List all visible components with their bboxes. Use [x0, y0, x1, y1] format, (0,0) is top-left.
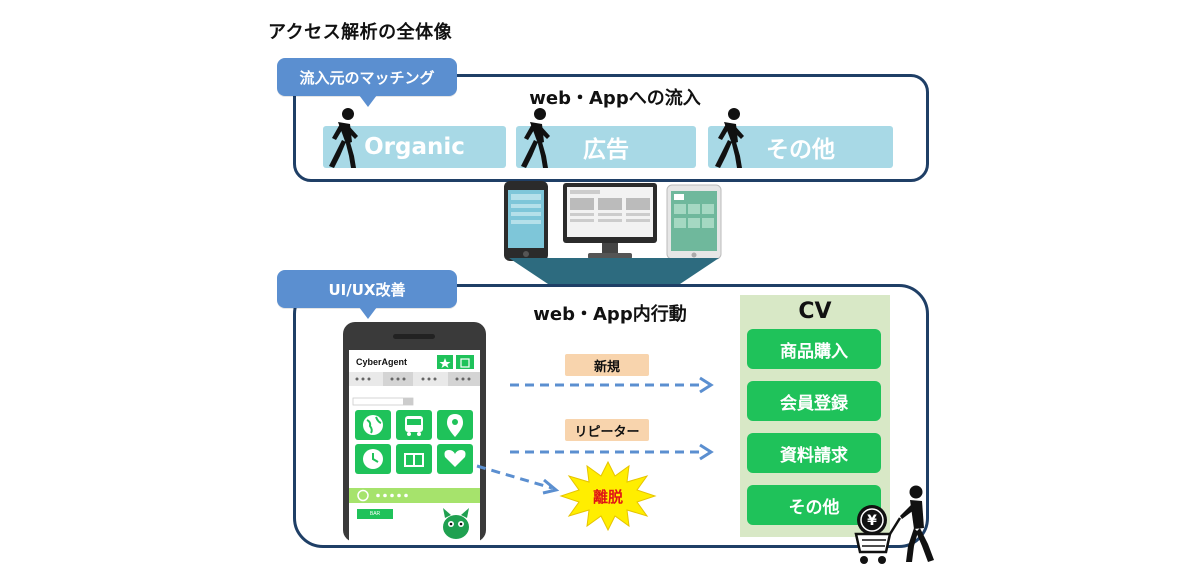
phone-mockup: CyberAgent BAR — [343, 322, 486, 542]
new-visitor-arrow — [510, 376, 714, 394]
cv-item-registration: 会員登録 — [747, 381, 881, 421]
svg-text:¥: ¥ — [867, 513, 877, 529]
desktop-monitor-icon — [563, 183, 657, 259]
phone-frame — [343, 322, 486, 542]
cv-item-purchase: 商品購入 — [747, 329, 881, 369]
smartphone-icon — [504, 181, 548, 261]
uiux-improvement-tag: UI/UX改善 — [277, 270, 457, 319]
walking-person-icon — [715, 108, 744, 168]
walking-person-icon — [521, 108, 550, 168]
bounce-arrow — [476, 464, 560, 495]
inflow-heading: web・Appへの流入 — [529, 88, 701, 109]
new-visitor-label: 新規 — [565, 354, 649, 376]
walking-person-icon — [329, 108, 358, 168]
phone-brand-label: CyberAgent — [356, 357, 408, 367]
shopper-cart-icon: ¥ — [854, 485, 934, 564]
behavior-heading: web・App内行動 — [533, 304, 687, 325]
page-title: アクセス解析の全体像 — [268, 22, 453, 43]
bounce-starburst-icon — [559, 460, 657, 532]
repeater-arrow — [510, 443, 714, 461]
phone-button-label: BAR — [369, 511, 381, 517]
bounce-label: 離脱 — [592, 488, 623, 506]
source-matching-tag: 流入元のマッチング — [277, 58, 457, 107]
tablet-icon — [666, 184, 722, 260]
flow-arrows — [510, 376, 714, 461]
cv-panel: CV 商品購入 会員登録 資料請求 その他 — [740, 295, 890, 537]
cv-item-document-request: 資料請求 — [747, 433, 881, 473]
repeater-label: リピーター — [565, 419, 649, 441]
cv-title: CV — [798, 299, 832, 324]
